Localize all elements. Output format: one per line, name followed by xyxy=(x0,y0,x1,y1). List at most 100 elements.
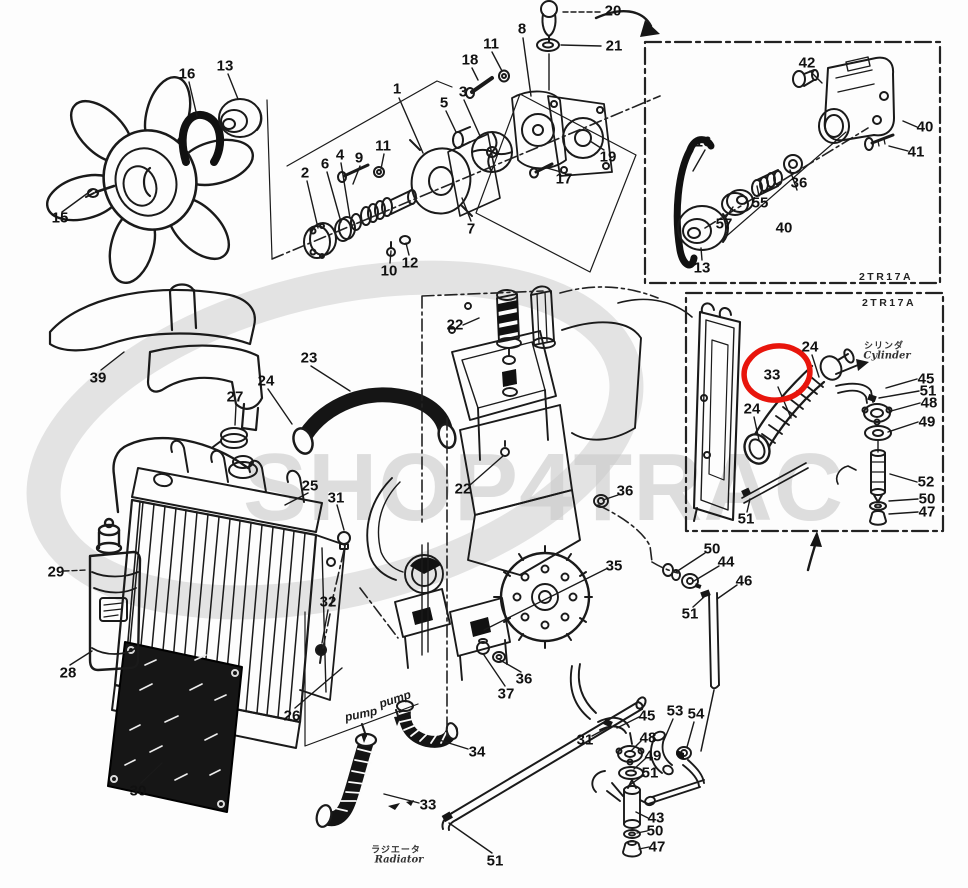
part-label-40: 40 xyxy=(916,118,934,136)
part-label-52: 52 xyxy=(917,473,935,491)
part-label-48: 48 xyxy=(920,394,938,412)
part-label-29: 29 xyxy=(47,563,65,581)
part-label-13: 13 xyxy=(693,259,711,277)
part-label-35: 35 xyxy=(605,557,623,575)
part-label-8: 8 xyxy=(517,20,527,38)
part-label-20: 20 xyxy=(604,2,622,20)
cylinder-jp-annotation: シリンダ xyxy=(863,341,905,352)
part-label-47: 47 xyxy=(648,838,666,856)
part-label-3: 3 xyxy=(458,83,468,101)
part-label-54: 54 xyxy=(687,705,705,723)
part-label-22: 22 xyxy=(446,316,464,334)
part-label-12: 12 xyxy=(401,254,419,272)
part-label-16: 16 xyxy=(178,65,196,83)
reservoir-bottle xyxy=(88,517,142,672)
part-label-44: 44 xyxy=(717,553,735,571)
frame-lines xyxy=(266,80,847,747)
part-label-39: 39 xyxy=(89,369,107,387)
fan-belt xyxy=(178,110,225,166)
part-label-51: 51 xyxy=(641,764,659,782)
part-label-5: 5 xyxy=(439,94,449,112)
fan-pulley xyxy=(218,98,263,138)
part-label-51: 51 xyxy=(919,382,937,400)
part-label-49: 49 xyxy=(644,747,662,765)
part-label-27: 27 xyxy=(226,388,244,406)
part-label-31: 31 xyxy=(327,489,345,507)
right-plumbing xyxy=(569,563,720,858)
bypass-hoses xyxy=(315,700,459,828)
watermark-text: SHOP4TRAC xyxy=(243,434,844,541)
part-label-10: 10 xyxy=(380,262,398,280)
part-label-55: 55 xyxy=(751,194,769,212)
part-label-2: 2 xyxy=(300,164,310,182)
cylinder-en-annotation: Cylinder xyxy=(863,350,911,362)
part-label-11: 11 xyxy=(375,137,391,155)
part-label-33: 33 xyxy=(419,796,437,814)
inset-code-2TR17A: 2TR17A xyxy=(861,296,917,309)
part-label-6: 6 xyxy=(320,155,330,173)
part-label-24: 24 xyxy=(743,400,761,418)
part-label-37: 37 xyxy=(497,685,515,703)
part-label-31: 31 xyxy=(576,731,594,749)
part-label-36: 36 xyxy=(515,670,533,688)
fan-assembly xyxy=(46,76,254,284)
highlight-circle xyxy=(741,343,813,403)
part-label-49: 49 xyxy=(918,413,936,431)
part-label-50: 50 xyxy=(703,540,721,558)
part-label-19: 19 xyxy=(599,148,617,166)
radiator-screen xyxy=(107,641,243,813)
inset-code-2TR17A: 2TR17A xyxy=(858,270,914,283)
fan-shroud xyxy=(48,283,264,432)
part-label-46: 46 xyxy=(735,572,753,590)
part-label-47: 47 xyxy=(918,503,936,521)
part-label-25: 25 xyxy=(301,477,319,495)
part-label-51: 51 xyxy=(737,510,755,528)
part-label-13: 13 xyxy=(216,57,234,75)
part-label-26: 26 xyxy=(283,707,301,725)
radiator-en-annotation: Radiator xyxy=(374,854,424,866)
part-label-24: 24 xyxy=(257,372,275,390)
dash-dot-lines xyxy=(271,95,869,737)
part-label-45: 45 xyxy=(638,707,656,725)
part-label-32: 32 xyxy=(319,593,337,611)
part-label-36: 36 xyxy=(790,174,808,192)
part-label-17: 17 xyxy=(555,170,573,188)
part-label-45: 45 xyxy=(917,370,935,388)
part-label-22: 22 xyxy=(454,480,472,498)
part-label-9: 9 xyxy=(354,149,364,167)
part-label-50: 50 xyxy=(918,490,936,508)
part-label-24: 24 xyxy=(801,338,819,356)
part-label-23: 23 xyxy=(300,349,318,367)
part-label-18: 18 xyxy=(461,51,479,69)
part-label-11: 11 xyxy=(483,35,499,53)
part-label-43: 43 xyxy=(647,809,665,827)
part-label-53: 53 xyxy=(666,702,684,720)
part-label-30: 30 xyxy=(129,782,147,800)
radiator-jp-annotation: ラジエータ xyxy=(371,845,421,856)
watermark-swoosh xyxy=(26,260,644,620)
part-label-1: 1 xyxy=(392,80,402,98)
part-label-33: 33 xyxy=(763,366,781,384)
part-label-48: 48 xyxy=(639,729,657,747)
part-label-16: 16 xyxy=(694,133,712,151)
part-label-7: 7 xyxy=(466,220,476,238)
part-label-51: 51 xyxy=(681,605,699,623)
part-label-41: 41 xyxy=(907,143,925,161)
part-label-40: 40 xyxy=(775,219,793,237)
part-label-57: 57 xyxy=(715,215,733,233)
part-label-4: 4 xyxy=(335,146,345,164)
inset-top-right xyxy=(594,10,942,285)
part-label-28: 28 xyxy=(59,664,77,682)
part-label-36: 36 xyxy=(616,482,634,500)
part-label-42: 42 xyxy=(798,54,816,72)
leader-lines xyxy=(61,11,921,854)
part-label-15: 15 xyxy=(51,209,69,227)
engine-block xyxy=(366,285,693,681)
part-label-21: 21 xyxy=(605,37,623,55)
part-label-50: 50 xyxy=(646,822,664,840)
part-label-34: 34 xyxy=(468,743,486,761)
part-label-51: 51 xyxy=(486,852,504,870)
